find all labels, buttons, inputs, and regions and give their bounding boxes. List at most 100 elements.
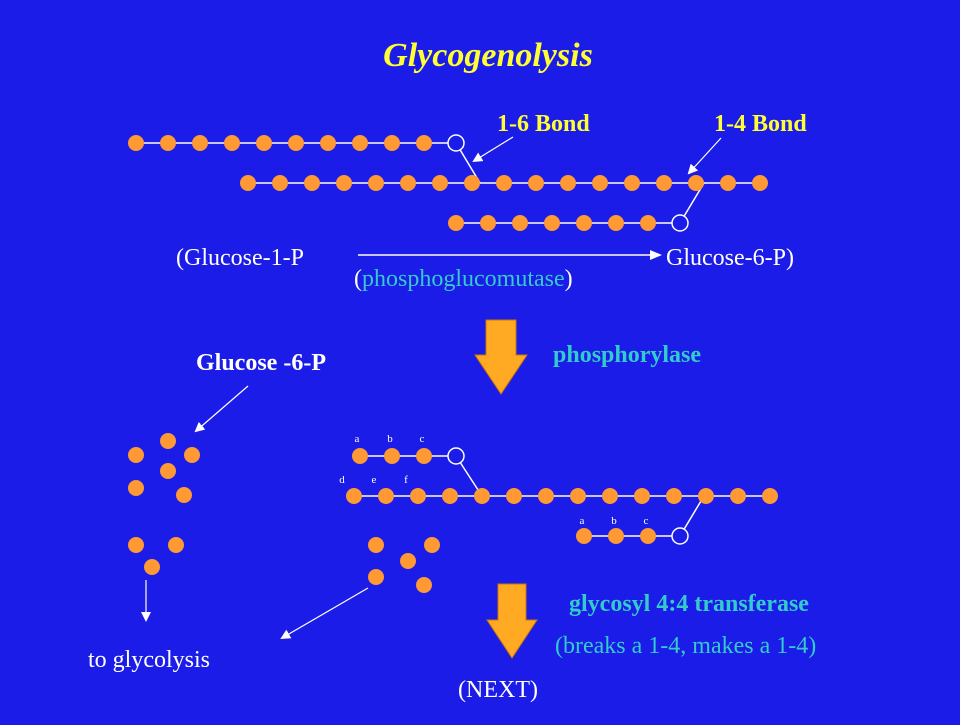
glucose-6-p-product-label: Glucose -6-P [196,350,326,376]
glucose-residue [608,528,624,544]
glucose-residue [730,488,746,504]
glucose-residue [512,215,528,231]
glucose-residue [560,175,576,191]
glucose-residue [570,488,586,504]
glucose-residue [448,215,464,231]
glucose-residue [416,448,432,464]
glucose-residue [346,488,362,504]
glucose-residue [352,448,368,464]
transferase-note: (breaks a 1-4, makes a 1-4) [555,633,816,659]
glucose-6-p-pointer-arrow [194,385,249,433]
glucose-residue [506,488,522,504]
glucose-residue [384,135,400,151]
transferase-down-arrow [486,583,538,659]
glucose-residue [128,447,144,463]
glucose-residue [368,569,384,585]
enzyme-label: (phosphoglucomutase) [354,266,573,292]
glucose-residue [320,135,336,151]
glycogen-top-diagram [128,134,768,232]
glucose-6-p-label: Glucose-6-P) [666,245,794,271]
free-glucose-cluster [128,433,440,593]
residue-letter-top-c: c [420,433,425,445]
glucose-residue [128,537,144,553]
residue-letter-mid-d: d [339,474,345,486]
glucose-residue [666,488,682,504]
glucose-residue [128,480,144,496]
branch-point-open-circle [671,214,689,232]
residue-letter-mid-f: f [404,474,408,486]
glucose-residue [720,175,736,191]
glucose-residue [400,175,416,191]
residue-letter-bottom-a: a [580,515,585,527]
glucose-residue [288,135,304,151]
glucose-1-p-label: (Glucose-1-P [176,245,304,271]
glucose-residue [224,135,240,151]
glucose-residue [474,488,490,504]
glucose-residue [336,175,352,191]
glucose-residue [640,215,656,231]
glucose-residue [608,215,624,231]
glucose-residue [698,488,714,504]
glucose-residue [480,215,496,231]
glucose-residue [240,175,256,191]
right-cluster-pointer-arrow [280,587,369,640]
glucose-residue [424,537,440,553]
transferase-label: glycosyl 4:4 transferase [569,591,809,617]
glucose-residue [192,135,208,151]
to-glycolysis-label: to glycolysis [88,647,210,673]
enzyme-close-paren: ) [565,266,573,292]
glucose-residue [544,215,560,231]
branch-point-open-circle [447,447,465,465]
glucose-residue [576,215,592,231]
glycogen-bottom-diagram [346,447,778,545]
glucose-residue [128,135,144,151]
bond-14-label: 1-4 Bond [714,111,807,137]
glucose-residue [592,175,608,191]
glucose-residue [368,537,384,553]
mutase-arrowhead [650,250,662,260]
glucose-residue [160,135,176,151]
residue-letter-bottom-b: b [611,515,617,527]
glucose-residue [640,528,656,544]
glucose-residue [168,537,184,553]
glucose-residue [400,553,416,569]
glucose-residue [410,488,426,504]
glucose-residue [442,488,458,504]
branch-point-open-circle [447,134,465,152]
glucose-residue [416,135,432,151]
glucose-residue [378,488,394,504]
glucose-residue [624,175,640,191]
residue-letter-mid-e: e [372,474,377,486]
residue-letter-top-b: b [387,433,393,445]
glucose-residue [368,175,384,191]
glucose-residue [272,175,288,191]
glucose-residue [304,175,320,191]
glucose-residue [656,175,672,191]
glucose-residue [496,175,512,191]
branch-point-open-circle [671,527,689,545]
phosphorylase-down-arrow [474,319,528,395]
glucose-residue [416,577,432,593]
slide-title: Glycogenolysis [383,37,593,74]
glucose-residue [160,463,176,479]
glucose-residue [160,433,176,449]
glucose-residue [634,488,650,504]
glucose-residue [602,488,618,504]
glucose-residue [352,135,368,151]
glucose-residue [144,559,160,575]
glucose-residue [464,175,480,191]
glucose-residue [576,528,592,544]
next-label: (NEXT) [458,677,538,703]
bond-16-pointer-arrow [472,136,514,163]
glucose-residue [384,448,400,464]
glucose-residue [688,175,704,191]
bond-16-label: 1-6 Bond [497,111,590,137]
glucose-residue [528,175,544,191]
glucose-residue [184,447,200,463]
glucose-residue [762,488,778,504]
residue-letter-top-a: a [355,433,360,445]
bond-14-pointer-arrow [687,137,722,175]
glucose-residue [256,135,272,151]
